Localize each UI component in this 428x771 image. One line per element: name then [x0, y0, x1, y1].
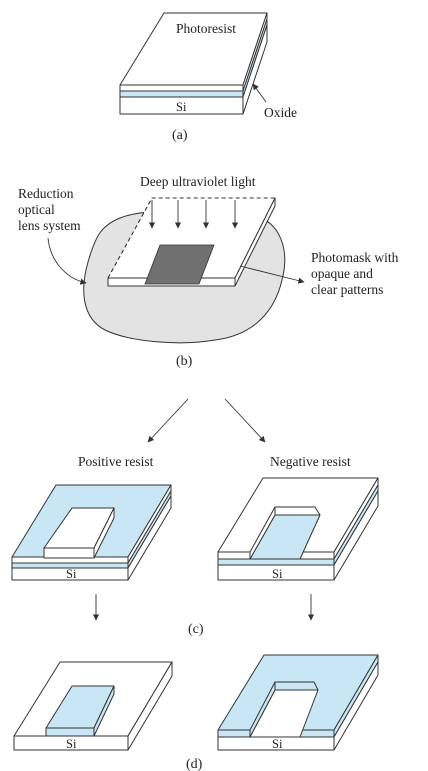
si-label-d-left: Si	[66, 737, 77, 751]
photoresist-label: Photoresist	[176, 21, 236, 36]
caption-d: (d)	[186, 757, 203, 771]
panel-d-left: Si	[13, 661, 173, 751]
mask-label-line-3: clear patterns	[311, 282, 383, 297]
oxide-front-layer	[119, 90, 244, 98]
pos-resist-block-front	[43, 547, 95, 559]
positive-resist-label: Positive resist	[78, 454, 154, 469]
lens-pointer-arrow	[47, 237, 87, 285]
panel-b: Deep ultraviolet light Reduction optical…	[18, 174, 402, 369]
panel-d-right: Si	[217, 654, 379, 751]
pos-resist-block-side	[93, 507, 115, 559]
si-label-c-right: Si	[272, 567, 283, 581]
neg-trench-back-wall	[274, 506, 321, 516]
si-label-c-left: Si	[66, 567, 77, 581]
caption-c: (c)	[188, 622, 204, 637]
lens-label-line-2: optical	[18, 202, 55, 217]
lens-label: Reduction optical lens system	[18, 186, 81, 233]
si-label-d-right: Si	[272, 737, 283, 751]
lens-label-line-1: Reduction	[18, 186, 74, 201]
photomask-dashed-edge	[107, 197, 153, 279]
neg-side-si	[333, 490, 379, 581]
caption-b: (b)	[176, 354, 193, 369]
mask-opaque-pattern	[144, 244, 215, 285]
lens-label-line-3: lens system	[18, 218, 81, 233]
panel-a: Photoresist Si Oxide (a)	[119, 12, 297, 143]
oxide-label: Oxide	[264, 105, 297, 120]
caption-a: (a)	[172, 128, 188, 143]
branch-arrow-right	[224, 398, 266, 443]
light-label: Deep ultraviolet light	[140, 174, 256, 189]
pos-side-si	[127, 495, 172, 581]
panel-c-negative: Si	[217, 477, 379, 581]
d-right-si-side	[333, 661, 379, 751]
d-right-trench-back-wall	[274, 681, 319, 691]
photomask-plate-side	[234, 197, 276, 287]
neg-oxide-front	[217, 558, 335, 566]
mask-label: Photomask with opaque and clear patterns	[311, 250, 402, 297]
negative-resist-label: Negative resist	[270, 454, 351, 469]
d-left-si-side	[127, 661, 173, 751]
panel-c-positive: Si	[11, 484, 172, 581]
mask-label-line-1: Photomask with	[311, 250, 399, 265]
silicon-side-layer	[242, 24, 268, 115]
si-label: Si	[176, 100, 187, 114]
branch-arrow-left	[147, 398, 189, 443]
neg-trench-left-wall	[249, 506, 276, 560]
photoresist-front-layer	[119, 84, 244, 92]
oxide-pointer-arrow	[252, 83, 267, 103]
mask-pointer-arrow	[239, 265, 305, 284]
mask-label-line-2: opaque and	[311, 266, 373, 281]
d-right-trench-left-wall	[249, 681, 276, 738]
d-left-oxide-side	[93, 685, 115, 737]
d-left-oxide-front	[45, 727, 95, 737]
